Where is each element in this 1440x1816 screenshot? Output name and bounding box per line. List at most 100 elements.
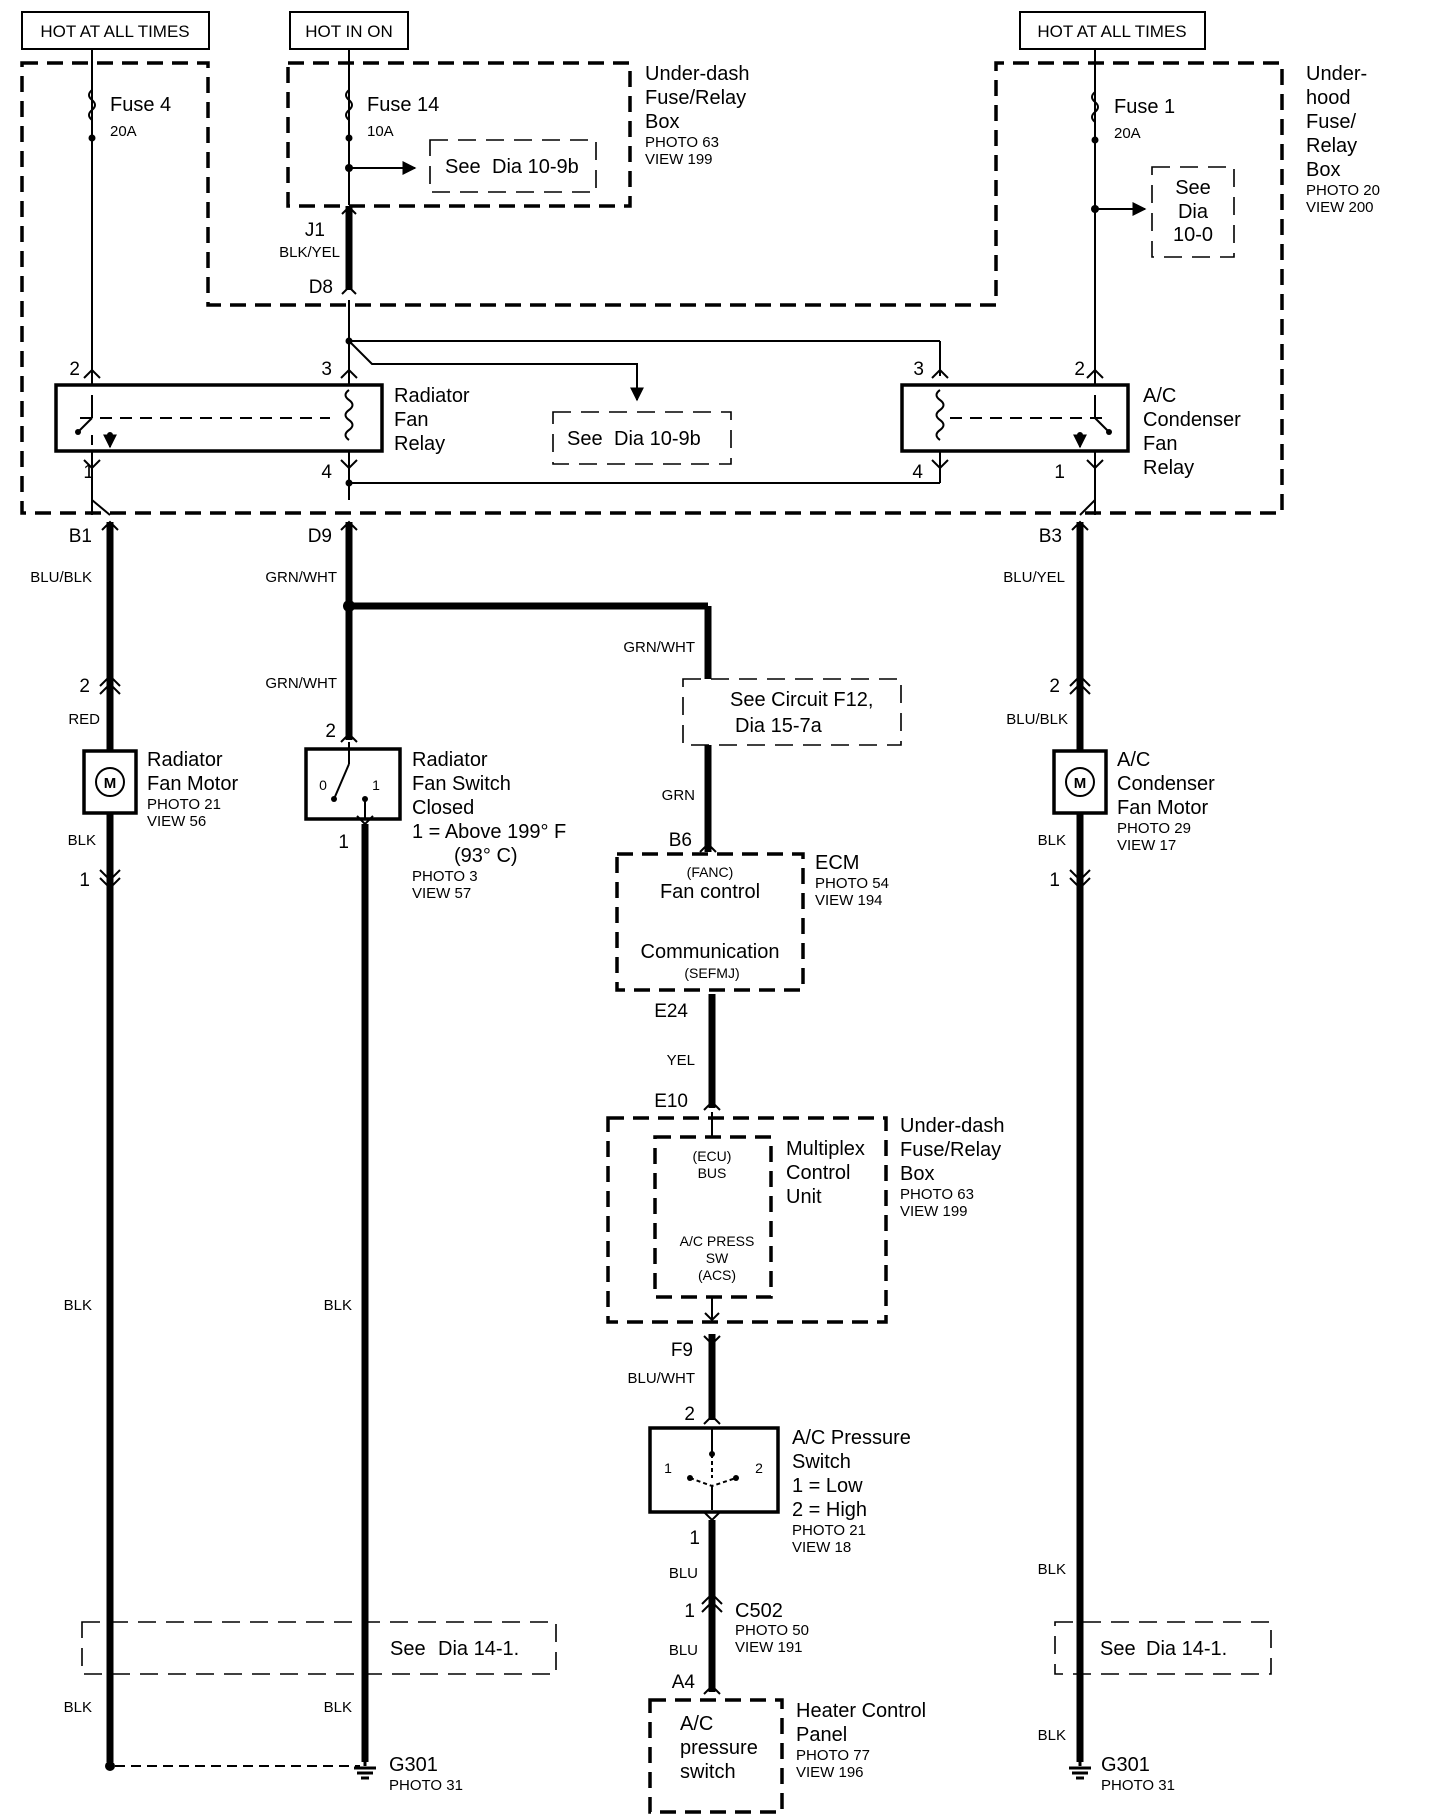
svg-text:Dia 10-9b: Dia 10-9b (492, 156, 579, 178)
see-dia-14-1-box-right[interactable]: See Dia 14-1. (1054, 1621, 1272, 1675)
ac-condenser-fan-motor-label: A/C Condenser Fan Motor PHOTO 29 VIEW 17 (1117, 749, 1215, 854)
ground-left-icon (354, 1762, 376, 1780)
svg-text:PHOTO 54: PHOTO 54 (815, 875, 889, 892)
see-dia-10-9b-box-relay[interactable]: See Dia 10-9b (552, 411, 732, 465)
svg-text:See: See (1100, 1638, 1136, 1660)
svg-text:Fan Switch: Fan Switch (412, 773, 511, 795)
connector-b3: B3 (1039, 526, 1062, 547)
svg-text:10-0: 10-0 (1173, 224, 1213, 246)
underhood-fuse-relay-box-outline (20, 61, 1284, 515)
wire-grn-wht-switch: GRN/WHT (265, 675, 337, 692)
radiator-relay-pin-1: 1 (83, 462, 94, 483)
connector-e10: E10 (654, 1091, 688, 1112)
wire-yel: YEL (667, 1052, 695, 1069)
svg-text:(SEFMJ): (SEFMJ) (684, 965, 739, 981)
svg-text:Fan: Fan (1143, 433, 1177, 455)
fuse-4-label: Fuse 4 (110, 94, 171, 116)
radiator-fan-motor: M (82, 749, 138, 815)
ac-pressure-switch: 1 2 (648, 1426, 780, 1514)
ac-motor-pin-1: 1 (1049, 870, 1060, 891)
see-dia-10-9b-box-underdash[interactable]: See Dia 10-9b (429, 139, 597, 193)
svg-text:PHOTO 20: PHOTO 20 (1306, 182, 1380, 199)
svg-text:See: See (445, 156, 481, 178)
svg-text:VIEW 18: VIEW 18 (792, 1539, 851, 1556)
ground-right-icon (1069, 1762, 1091, 1780)
svg-text:PHOTO 77: PHOTO 77 (796, 1747, 870, 1764)
svg-text:Relay: Relay (1143, 457, 1194, 479)
underhood-fuse-relay-box-label: Under- hood Fuse/ Relay Box PHOTO 20 VIE… (1306, 63, 1380, 216)
connector-d8: D8 (309, 277, 333, 298)
svg-text:Dia 10-9b: Dia 10-9b (614, 428, 701, 450)
svg-text:PHOTO 63: PHOTO 63 (645, 134, 719, 151)
fuse-4-rating: 20A (110, 123, 137, 140)
ac-pressure-switch-label: A/C Pressure Switch 1 = Low 2 = High PHO… (792, 1427, 911, 1556)
svg-text:VIEW 199: VIEW 199 (900, 1203, 968, 1220)
svg-text:Box: Box (900, 1163, 934, 1185)
underdash-fuse-relay-box-2-outline (606, 1116, 888, 1324)
svg-text:G301: G301 (389, 1754, 438, 1776)
radiator-fan-relay (54, 383, 384, 453)
see-circuit-f12-box[interactable]: See Circuit F12, Dia 15-7a (682, 678, 902, 746)
wire-blk-right-mid: BLK (1038, 1561, 1066, 1578)
svg-text:switch: switch (680, 1761, 736, 1783)
svg-text:Under-dash: Under-dash (900, 1115, 1005, 1137)
wire-blk-right-low: BLK (1038, 1727, 1066, 1744)
svg-text:A/C PRESS: A/C PRESS (680, 1233, 755, 1249)
svg-text:Switch: Switch (792, 1451, 851, 1473)
radiator-switch-pin-1: 1 (338, 832, 349, 853)
svg-text:G301: G301 (1101, 1754, 1150, 1776)
svg-text:HOT AT ALL TIMES: HOT AT ALL TIMES (40, 22, 189, 41)
svg-text:PHOTO 63: PHOTO 63 (900, 1186, 974, 1203)
wire-grn-wht-d9: GRN/WHT (265, 569, 337, 586)
connector-d9: D9 (308, 526, 332, 547)
svg-text:1 = Above 199° F: 1 = Above 199° F (412, 821, 566, 843)
ecm-module: (FANC) Fan control Communication (SEFMJ) (615, 852, 805, 992)
ac-relay-pin-2: 2 (1074, 359, 1085, 380)
switch-pos-1: 1 (372, 777, 380, 793)
svg-text:Condenser: Condenser (1143, 409, 1241, 431)
svg-text:Dia 14-1.: Dia 14-1. (1146, 1638, 1227, 1660)
connector-j1: J1 (305, 220, 325, 241)
svg-text:Multiplex: Multiplex (786, 1138, 865, 1160)
ac-condenser-fan-relay-label: A/C Condenser Fan Relay (1143, 385, 1241, 479)
wire-blk-yel: BLK/YEL (279, 244, 340, 261)
multiplex-control-unit-label: Multiplex Control Unit (786, 1138, 865, 1208)
svg-text:Dia: Dia (1178, 201, 1209, 223)
svg-text:See: See (390, 1638, 426, 1660)
pressure-pos-2: 2 (755, 1460, 763, 1476)
svg-text:Fan control: Fan control (660, 881, 760, 903)
svg-text:A/C: A/C (680, 1713, 713, 1735)
connector-b1: B1 (69, 526, 92, 547)
svg-text:PHOTO 31: PHOTO 31 (1101, 1777, 1175, 1794)
svg-text:(ACS): (ACS) (698, 1267, 736, 1283)
svg-text:Radiator: Radiator (394, 385, 470, 407)
radiator-relay-pin-4: 4 (321, 462, 332, 483)
wire-blu-2: BLU (669, 1642, 698, 1659)
wire-blk-left-low: BLK (64, 1699, 92, 1716)
svg-text:C502: C502 (735, 1600, 783, 1622)
wire-blk-left-mid: BLK (64, 1297, 92, 1314)
pressure-pos-1: 1 (664, 1460, 672, 1476)
wire-grn-wht-ecm: GRN/WHT (623, 639, 695, 656)
connector-a4: A4 (672, 1672, 696, 1693)
svg-text:Fuse/Relay: Fuse/Relay (645, 87, 746, 109)
svg-text:Unit: Unit (786, 1186, 822, 1208)
ground-left-label: G301 PHOTO 31 (389, 1754, 463, 1794)
svg-text:VIEW 56: VIEW 56 (147, 813, 206, 830)
see-dia-14-1-box-left[interactable]: See Dia 14-1. (81, 1621, 557, 1675)
svg-text:Condenser: Condenser (1117, 773, 1215, 795)
wire-blu-1: BLU (669, 1565, 698, 1582)
header-hot-at-all-times-left: HOT AT ALL TIMES (21, 11, 210, 50)
radiator-motor-pin-1: 1 (79, 870, 90, 891)
svg-text:VIEW 57: VIEW 57 (412, 885, 471, 902)
connector-c502-pin: 1 (684, 1601, 695, 1622)
svg-text:HOT AT ALL TIMES: HOT AT ALL TIMES (1037, 22, 1186, 41)
fuse-1-rating: 20A (1114, 125, 1141, 142)
svg-text:VIEW 191: VIEW 191 (735, 1639, 803, 1656)
svg-text:A/C: A/C (1143, 385, 1176, 407)
svg-text:Fuse/: Fuse/ (1306, 111, 1356, 133)
see-dia-10-0-box[interactable]: See Dia 10-0 (1151, 166, 1235, 258)
ac-pressure-switch-pin-1: 1 (689, 1528, 700, 1549)
svg-text:Fan: Fan (394, 409, 428, 431)
svg-text:BUS: BUS (698, 1165, 727, 1181)
